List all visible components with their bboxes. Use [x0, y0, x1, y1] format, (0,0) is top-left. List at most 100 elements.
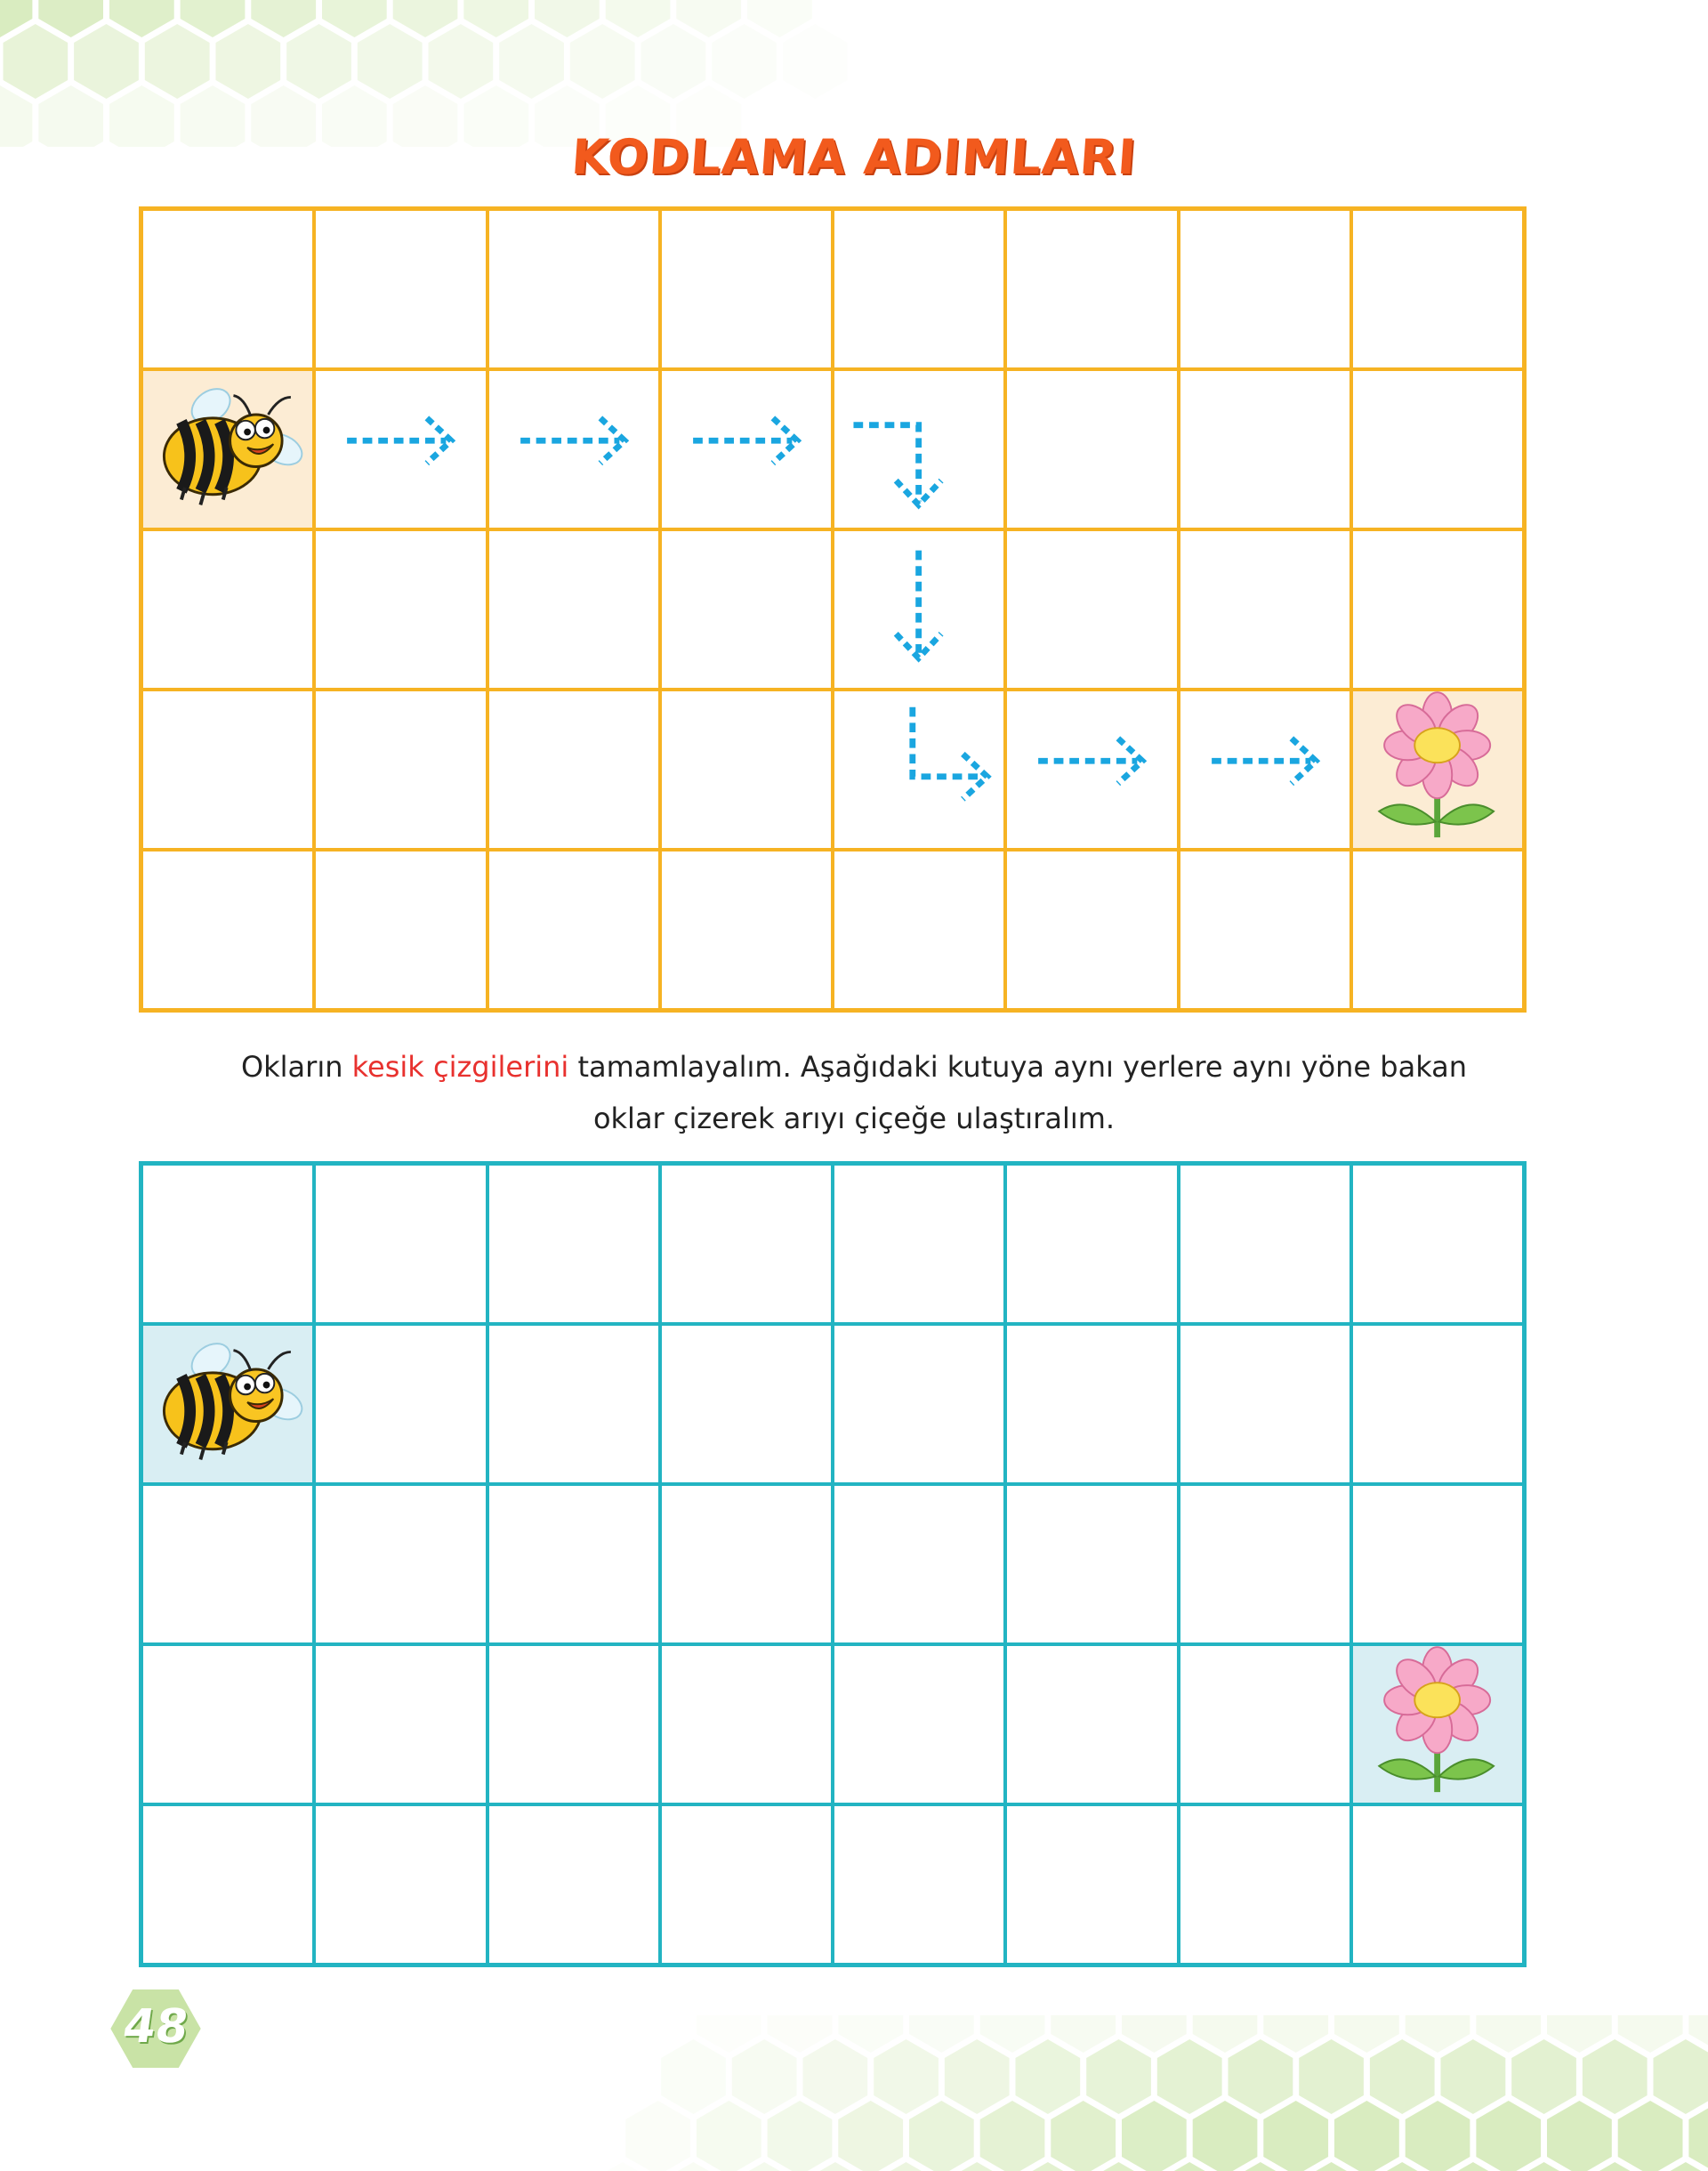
- bee-cell: [141, 1324, 315, 1484]
- grid-cell: [141, 529, 315, 690]
- bee-icon: [162, 1343, 303, 1460]
- grid-cell: [1350, 1164, 1524, 1324]
- instruction-text: Okların kesik çizgilerini tamamlayalım. …: [178, 1041, 1530, 1144]
- arrow-cell: [833, 690, 1006, 850]
- grid-cell: [833, 209, 1006, 369]
- grid-cell: [487, 850, 660, 1010]
- grid-cell: [487, 1164, 660, 1324]
- hexagon-shape: [1192, 2101, 1258, 2171]
- hexagon-shape: [1528, 2162, 1559, 2171]
- hexagon-shape: [782, 24, 848, 99]
- grid-cell: [1178, 529, 1351, 690]
- hexagon-shape: [1405, 2015, 1470, 2053]
- hexagon-shape: [1653, 2039, 1708, 2114]
- grid-cell: [1178, 1804, 1351, 1965]
- hexagon-shape: [569, 24, 635, 99]
- hexagon-shape: [1299, 2039, 1364, 2114]
- hexagon-shape: [499, 24, 564, 99]
- hexagon-shape: [1122, 2015, 1187, 2053]
- hexagon-shape: [802, 2039, 868, 2114]
- grid-cell: [833, 1644, 1006, 1804]
- hexagon-shape: [322, 0, 387, 37]
- grid-cell: [1350, 369, 1524, 529]
- hexagon-shape: [144, 24, 210, 99]
- grid-cell: [1005, 1644, 1179, 1804]
- hexagon-shape: [697, 2015, 761, 2053]
- hexagon-shape: [1086, 2039, 1151, 2114]
- grid-cell: [1178, 1644, 1351, 1804]
- hexagon-shape: [1405, 2101, 1470, 2171]
- hexagon-shape: [605, 0, 671, 37]
- grid-cell: [314, 1804, 487, 1965]
- grid-cell: [1005, 1484, 1179, 1644]
- hexagon-shape: [1386, 2162, 1418, 2171]
- grid-cell: [314, 1644, 487, 1804]
- hexagon-shape: [357, 24, 423, 99]
- hexagon-shape: [1688, 2108, 1708, 2168]
- arrow-cell: [487, 369, 660, 529]
- hexagon-shape: [838, 2015, 904, 2053]
- hexagon-shape: [661, 2039, 726, 2114]
- hexagon-badge-icon: [106, 1986, 205, 2071]
- grid-cell: [659, 1324, 833, 1484]
- hexagon-shape: [874, 2039, 939, 2114]
- grid-cell: [1005, 369, 1179, 529]
- hexagon-shape: [944, 2039, 1010, 2114]
- hexagon-shape: [961, 2162, 993, 2171]
- hexagon-shape: [712, 24, 777, 99]
- hexagon-shape: [392, 0, 458, 37]
- grid-cell: [1350, 1324, 1524, 1484]
- hexagon-shape: [1688, 2015, 1708, 2046]
- arrow-cell: [833, 529, 1006, 690]
- hexagon-shape: [251, 0, 317, 37]
- hexagon-shape: [748, 2162, 780, 2171]
- grid-cell: [1350, 1484, 1524, 1644]
- hexagon-shape: [0, 0, 33, 37]
- grid-cell: [141, 1484, 315, 1644]
- bee-icon: [162, 388, 303, 505]
- instruction-line-1: Okların kesik çizgilerini tamamlayalım. …: [178, 1041, 1530, 1093]
- dashed-arrow-icon: [893, 550, 944, 663]
- hexagon-shape: [1316, 2162, 1347, 2171]
- flower-cell: [1350, 1644, 1524, 1804]
- hexagon-shape: [1511, 2039, 1576, 2114]
- hexagon-shape: [74, 24, 139, 99]
- hexagon-shape: [676, 0, 742, 37]
- hexagon-shape: [1369, 2039, 1435, 2114]
- hexagon-shape: [215, 24, 281, 99]
- hexagon-shape: [1032, 2162, 1064, 2171]
- hexagon-shape: [1476, 2101, 1542, 2171]
- hexagon-shape: [1547, 2015, 1612, 2053]
- instruction-part-2: tamamlayalım. Aşağıdaki kutuya aynı yerl…: [568, 1050, 1468, 1084]
- grid-cell: [1350, 209, 1524, 369]
- hexagon-shape: [1670, 2162, 1702, 2171]
- flower-icon: [1377, 1646, 1495, 1793]
- grid-cell: [1178, 1164, 1351, 1324]
- grid-cell: [487, 1324, 660, 1484]
- hexagon-shape: [979, 2101, 1045, 2171]
- hexagon-shape: [640, 24, 706, 99]
- grid-cell: [659, 209, 833, 369]
- hexagon-shape: [1156, 2039, 1222, 2114]
- hexagon-shape: [1599, 2162, 1631, 2171]
- hexagon-shape: [1263, 2015, 1329, 2053]
- hexagon-pattern-top: [0, 0, 848, 147]
- grid-cell: [659, 1484, 833, 1644]
- arrow-cell: [1005, 690, 1179, 850]
- hexagon-shape: [1334, 2101, 1399, 2171]
- page-number-badge: 48: [106, 1984, 205, 2073]
- hexagon-shape: [767, 2015, 833, 2053]
- grid-cell: [1350, 1804, 1524, 1965]
- hexagon-shape: [909, 2101, 974, 2171]
- instruction-line-2: oklar çizerek arıyı çiçeğe ulaştıralım.: [592, 1102, 1116, 1135]
- hexagon-shape: [607, 2162, 639, 2171]
- grid-cell: [1178, 1324, 1351, 1484]
- hexagon-shape: [1440, 2039, 1506, 2114]
- hexagon-shape: [1617, 2101, 1683, 2171]
- grid-cell: [141, 1644, 315, 1804]
- grid-cell: [1005, 1804, 1179, 1965]
- grid-cell: [659, 529, 833, 690]
- hexagon-shape: [1263, 2101, 1329, 2171]
- grid-cell: [141, 209, 315, 369]
- grid-cell: [1005, 529, 1179, 690]
